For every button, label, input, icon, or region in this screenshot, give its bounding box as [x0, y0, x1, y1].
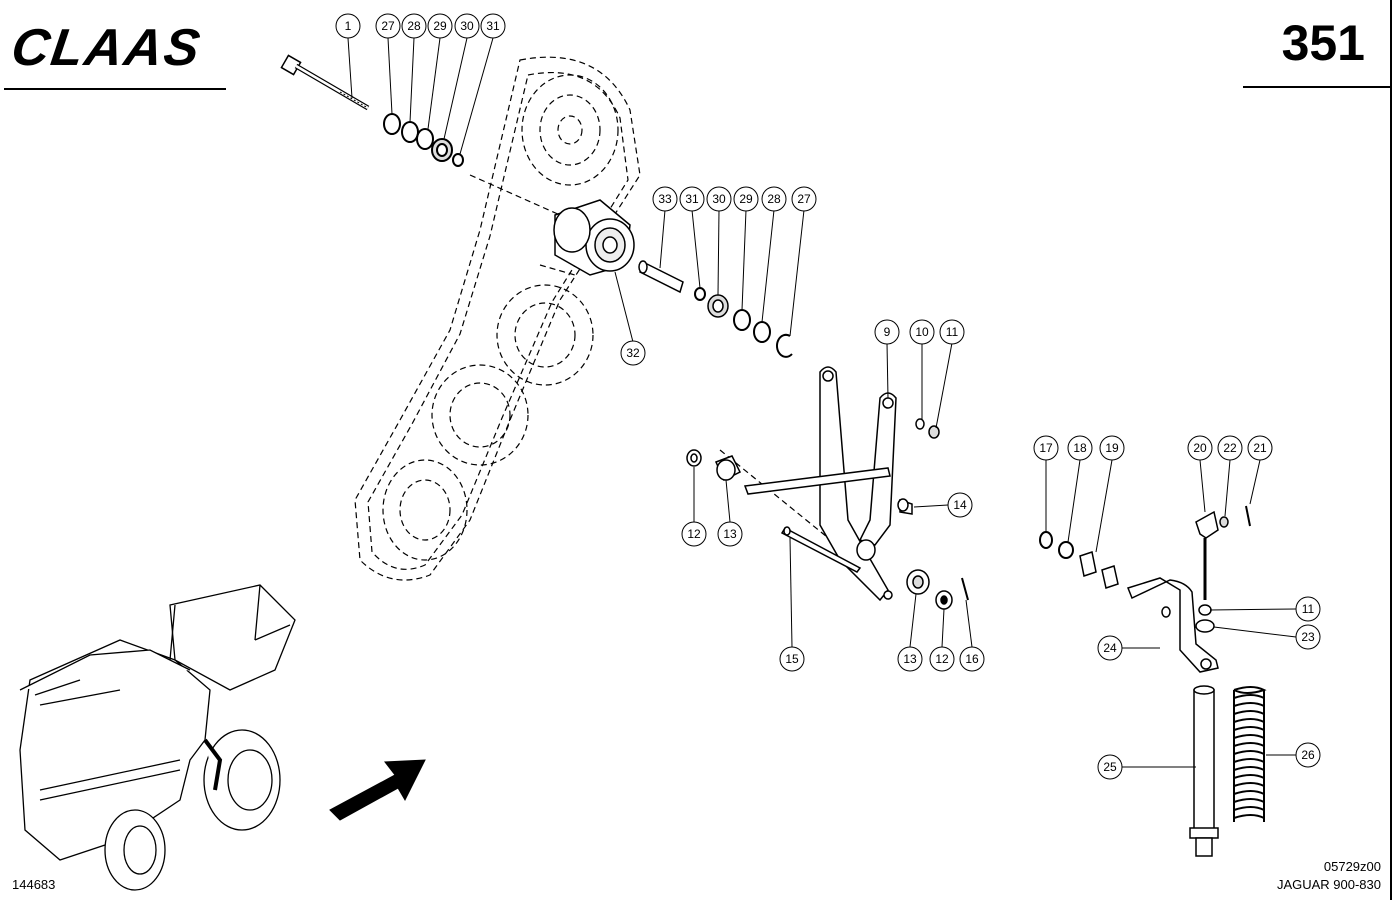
svg-text:33: 33: [658, 192, 672, 206]
callout-10: 10: [909, 319, 935, 345]
svg-text:19: 19: [1105, 441, 1119, 455]
svg-text:28: 28: [767, 192, 781, 206]
callout-33: 33: [652, 186, 678, 212]
callout-26: 26: [1295, 742, 1321, 768]
tension-lever: [743, 366, 897, 602]
callout-29: 29: [427, 13, 453, 39]
svg-text:12: 12: [935, 652, 949, 666]
svg-text:30: 30: [460, 19, 474, 33]
callout-15: 15: [779, 646, 805, 672]
pin-and-rings-roller: [638, 260, 793, 358]
callout-18: 18: [1067, 435, 1093, 461]
svg-text:11: 11: [1302, 602, 1315, 616]
svg-text:29: 29: [739, 192, 753, 206]
brand-logo: CLAAS: [7, 19, 206, 77]
forage-harvester-thumbnail: [19, 584, 296, 891]
callout-9: 9: [874, 319, 900, 345]
svg-text:13: 13: [723, 527, 737, 541]
callout-21: 21: [1247, 435, 1273, 461]
belt-drive-outline: [354, 56, 881, 581]
svg-text:13: 13: [903, 652, 917, 666]
svg-text:23: 23: [1301, 630, 1315, 644]
svg-text:15: 15: [785, 652, 799, 666]
callout-30: 30: [454, 13, 480, 39]
callout-30b: 30: [706, 186, 732, 212]
drawing-id: 144683: [12, 877, 56, 892]
callout-11b: 11: [1295, 596, 1321, 622]
callout-31b: 31: [679, 186, 705, 212]
callout-27b: 27: [791, 186, 817, 212]
callout-23: 23: [1295, 624, 1321, 650]
svg-text:10: 10: [915, 325, 929, 339]
svg-text:30: 30: [712, 192, 726, 206]
svg-text:31: 31: [486, 19, 500, 33]
svg-text:31: 31: [685, 192, 699, 206]
callout-28b: 28: [761, 186, 787, 212]
page-number: 351: [1281, 15, 1365, 71]
model-name: JAGUAR 900-830: [1276, 877, 1381, 892]
callout-24: 24: [1097, 635, 1123, 661]
svg-text:26: 26: [1301, 748, 1315, 762]
svg-text:9: 9: [884, 325, 891, 339]
coil-spring: [1233, 686, 1267, 822]
callout-12b: 12: [929, 646, 955, 672]
callout-16: 16: [959, 646, 985, 672]
callout-13: 13: [717, 521, 743, 547]
svg-text:25: 25: [1103, 760, 1117, 774]
callout-leaders: [347, 37, 1297, 768]
direction-arrow: [329, 759, 426, 821]
svg-text:21: 21: [1253, 441, 1267, 455]
callout-31: 31: [480, 13, 506, 39]
bolt-part-1: [280, 54, 370, 111]
svg-text:1: 1: [345, 19, 352, 33]
svg-text:27: 27: [797, 192, 811, 206]
callout-12: 12: [681, 521, 707, 547]
svg-text:28: 28: [407, 19, 421, 33]
svg-text:18: 18: [1073, 441, 1087, 455]
lever-bushings: [686, 418, 969, 610]
svg-text:12: 12: [687, 527, 701, 541]
callout-14: 14: [947, 492, 973, 518]
svg-text:20: 20: [1193, 441, 1207, 455]
tension-roller: [553, 199, 635, 276]
svg-text:11: 11: [946, 325, 959, 339]
callout-1: 1: [335, 13, 361, 39]
figure-code: 05729z00: [1323, 859, 1381, 874]
svg-text:16: 16: [965, 652, 979, 666]
callout-13b: 13: [897, 646, 923, 672]
svg-text:29: 29: [433, 19, 447, 33]
svg-text:22: 22: [1223, 441, 1237, 455]
ring-set-upper: [383, 113, 464, 167]
callout-28: 28: [401, 13, 427, 39]
svg-text:17: 17: [1039, 441, 1053, 455]
callout-25: 25: [1097, 754, 1123, 780]
callout-17: 17: [1033, 435, 1059, 461]
spring-bracket-assembly: [1039, 505, 1251, 857]
svg-text:14: 14: [953, 498, 967, 512]
svg-text:24: 24: [1103, 641, 1117, 655]
svg-text:32: 32: [626, 346, 640, 360]
callout-22: 22: [1217, 435, 1243, 461]
callout-20: 20: [1187, 435, 1213, 461]
callout-29b: 29: [733, 186, 759, 212]
callout-27: 27: [375, 13, 401, 39]
callout-19: 19: [1099, 435, 1125, 461]
callout-32: 32: [620, 340, 646, 366]
svg-text:27: 27: [381, 19, 395, 33]
callout-11: 11: [939, 319, 965, 345]
